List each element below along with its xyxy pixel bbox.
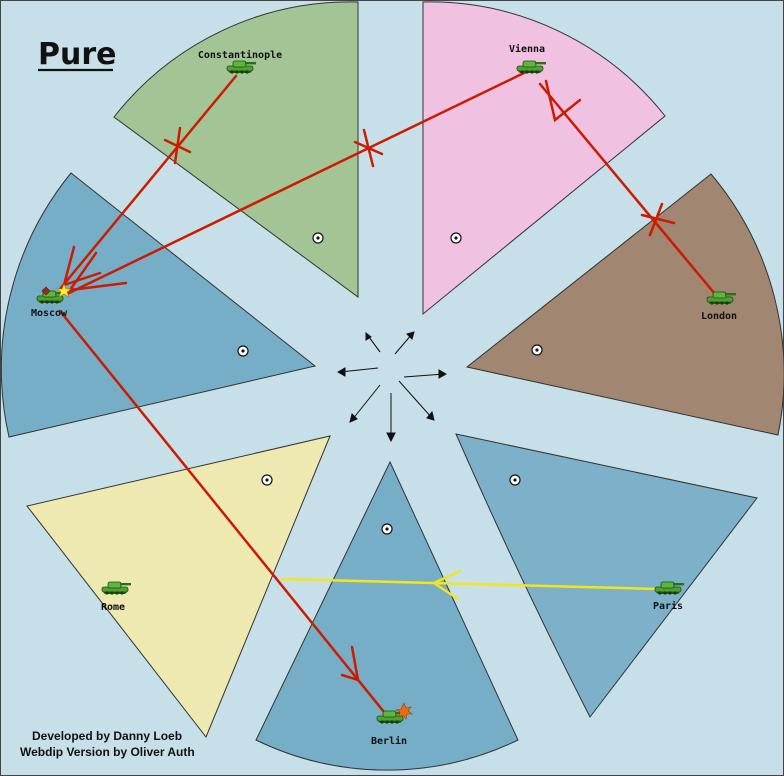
- province-paris[interactable]: [455, 433, 758, 718]
- center-arrows-icon: [336, 331, 448, 443]
- label-vienna: Vienna: [509, 43, 545, 55]
- order-constantinople-moscow: [58, 74, 238, 291]
- order-moscow-berlin: [58, 309, 386, 714]
- supply-center-icon: [381, 523, 393, 535]
- label-constantinople: Constantinople: [198, 49, 282, 61]
- order-lines: [58, 70, 717, 714]
- dislodged-marker-icon: [41, 283, 72, 298]
- label-moscow: Moscow: [31, 308, 68, 319]
- supply-center-icon: [261, 474, 273, 486]
- map-title: Pure: [38, 37, 117, 72]
- supply-center-icon: [531, 344, 543, 356]
- order-paris-rome: [280, 569, 660, 601]
- province-berlin[interactable]: [255, 460, 519, 771]
- credit-developer: Developed by Danny Loeb: [32, 729, 182, 743]
- order-london-vienna: [538, 82, 717, 296]
- credit-webdip: Webdip Version by Oliver Auth: [20, 745, 195, 759]
- battle-burst-icon: [395, 702, 413, 720]
- province-rome[interactable]: [26, 435, 331, 738]
- supply-center-icon: [450, 232, 462, 244]
- province-constantinople[interactable]: [113, 1, 359, 298]
- label-paris: Paris: [653, 600, 683, 612]
- supply-center-icon: [237, 345, 249, 357]
- order-vienna-moscow: [65, 70, 528, 296]
- supply-center-icon: [312, 232, 324, 244]
- label-london: London: [701, 311, 737, 322]
- province-london[interactable]: [465, 173, 784, 436]
- supply-center-icon: [509, 474, 521, 486]
- label-rome: Rome: [101, 602, 125, 613]
- province-moscow[interactable]: [0, 172, 317, 438]
- label-berlin: Berlin: [371, 735, 407, 747]
- province-vienna[interactable]: [422, 1, 666, 316]
